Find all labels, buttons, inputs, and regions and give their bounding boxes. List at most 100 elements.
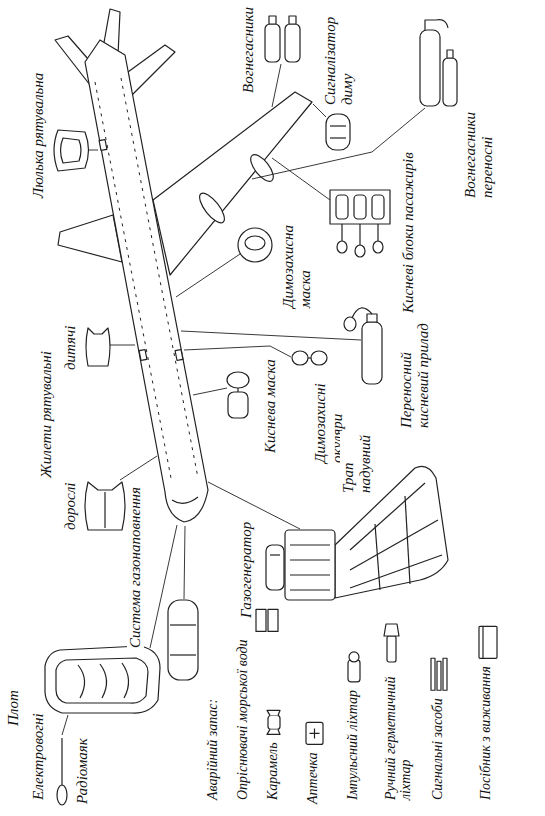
part-label: Плот — [5, 688, 22, 728]
oxygen-mask-icon — [193, 388, 227, 395]
gas-generator-icon — [266, 545, 284, 590]
kit-item-icon — [384, 624, 399, 662]
kit-item-icon — [310, 728, 320, 738]
portable-extinguisher-icon — [447, 50, 453, 58]
part-label: Кисневі блоки пасажирів — [400, 150, 417, 315]
smoke-goggles-icon — [292, 351, 308, 365]
part-label: Сигнальні засоби — [430, 696, 445, 802]
smoke-detector-icon — [330, 137, 346, 138]
aircraft — [172, 497, 198, 503]
radio-beacon-icon — [61, 738, 62, 785]
life-raft-cradle — [54, 130, 89, 171]
passenger-oxygen-unit-icon — [330, 190, 390, 224]
life-raft-icon — [78, 663, 129, 698]
adult-life-vest-icon — [120, 456, 157, 480]
smoke-goggles-icon — [184, 346, 291, 357]
gas-generator-icon — [266, 545, 284, 590]
smoke-goggles-icon — [311, 351, 327, 365]
inflatable-slide-icon — [405, 496, 410, 584]
kit-item-icon — [268, 609, 278, 631]
part-label: Трап надувний — [340, 431, 373, 495]
inflatable-slide-icon — [375, 524, 380, 590]
smoke-hood-icon — [176, 228, 272, 297]
passenger-oxygen-unit-icon — [355, 245, 365, 257]
part-label: дитячі — [62, 324, 79, 372]
child-life-vest-icon — [86, 328, 135, 366]
part-label: Люлька рятувальна — [30, 71, 47, 200]
kit-item-icon — [267, 710, 280, 734]
kit-item-icon — [348, 652, 360, 682]
kit-item-icon — [256, 609, 278, 631]
smoke-detector-icon — [313, 104, 350, 150]
aircraft — [99, 140, 107, 151]
aircraft — [175, 350, 183, 361]
portable-oxygen-icon — [181, 331, 361, 340]
fire-extinguisher-icon — [289, 16, 296, 24]
life-raft-icon — [45, 646, 160, 713]
fire-extinguisher-icon — [272, 64, 281, 107]
passenger-oxygen-unit-icon — [336, 195, 348, 219]
aircraft — [58, 215, 122, 262]
kit-item-icon — [306, 722, 323, 744]
oxygen-mask-icon — [237, 388, 238, 392]
life-raft-icon — [56, 658, 148, 703]
passenger-oxygen-unit-icon — [372, 195, 384, 219]
part-label: Імпульсний ліхтар — [345, 688, 360, 802]
part-label: Вогнегасники — [240, 5, 257, 95]
part-label: Переносний кисневий прилад — [398, 316, 431, 430]
kit-item-icon — [348, 660, 360, 682]
part-label: Посібник з виживання — [478, 664, 493, 802]
smoke-hood-icon — [245, 236, 265, 250]
part-label: дорослі — [62, 481, 79, 532]
kit-item-icon — [349, 652, 359, 662]
inflatable-slide-icon — [350, 555, 442, 588]
inflatable-slide-icon — [290, 559, 330, 560]
life-raft-cradle — [54, 130, 98, 171]
inflatable-slide-icon — [350, 520, 438, 570]
kit-item-icon — [482, 626, 483, 658]
part-label: Сигналізатор диму — [322, 3, 355, 107]
inflatable-slide-icon — [290, 589, 330, 590]
oxygen-mask-icon — [227, 372, 249, 388]
passenger-oxygen-unit-icon — [373, 241, 383, 253]
radio-beacon-icon — [57, 785, 67, 805]
smoke-goggles-icon — [184, 346, 327, 365]
passenger-oxygen-unit-icon — [337, 241, 347, 253]
part-label: Аптечка — [305, 750, 320, 806]
portable-extinguisher-icon — [420, 30, 440, 106]
raft-container-icon — [168, 526, 198, 680]
fire-extinguisher-icon — [265, 24, 280, 62]
aircraft — [85, 40, 208, 522]
passenger-oxygen-unit-icon — [272, 158, 330, 200]
raft-container-icon — [170, 654, 196, 655]
oxygen-mask-icon — [228, 392, 248, 418]
passenger-oxygen-unit-icon — [359, 224, 360, 246]
fire-extinguisher-icon — [285, 24, 300, 62]
portable-oxygen-icon — [181, 308, 382, 384]
part-label: Карамель — [265, 740, 280, 802]
fire-extinguisher-icon — [265, 16, 300, 107]
life-raft-cradle — [89, 150, 98, 151]
portable-oxygen-icon — [344, 317, 356, 331]
adult-life-vest-icon — [104, 492, 105, 528]
smoke-hood-icon — [238, 228, 272, 262]
kit-item-icon — [306, 722, 323, 744]
child-life-vest-icon — [86, 328, 110, 366]
fire-extinguisher-icon — [269, 16, 276, 24]
gas-generator-icon — [270, 554, 280, 555]
portable-oxygen-icon — [362, 322, 382, 384]
portable-oxygen-icon — [367, 314, 377, 322]
kit-item-icon — [384, 624, 399, 636]
kit-item-icon — [437, 661, 441, 690]
raft-container-icon — [170, 624, 196, 625]
radio-beacon-icon — [57, 715, 68, 805]
passenger-oxygen-unit-icon — [377, 224, 378, 242]
part-label: Жилети рятувальні — [38, 349, 55, 480]
aircraft — [247, 151, 278, 185]
part-label: Киснева маска — [262, 357, 279, 455]
smoke-hood-icon — [176, 254, 240, 297]
smoke-detector-icon — [326, 114, 350, 150]
raft-container-icon — [184, 526, 185, 599]
raft-container-icon — [168, 600, 198, 680]
